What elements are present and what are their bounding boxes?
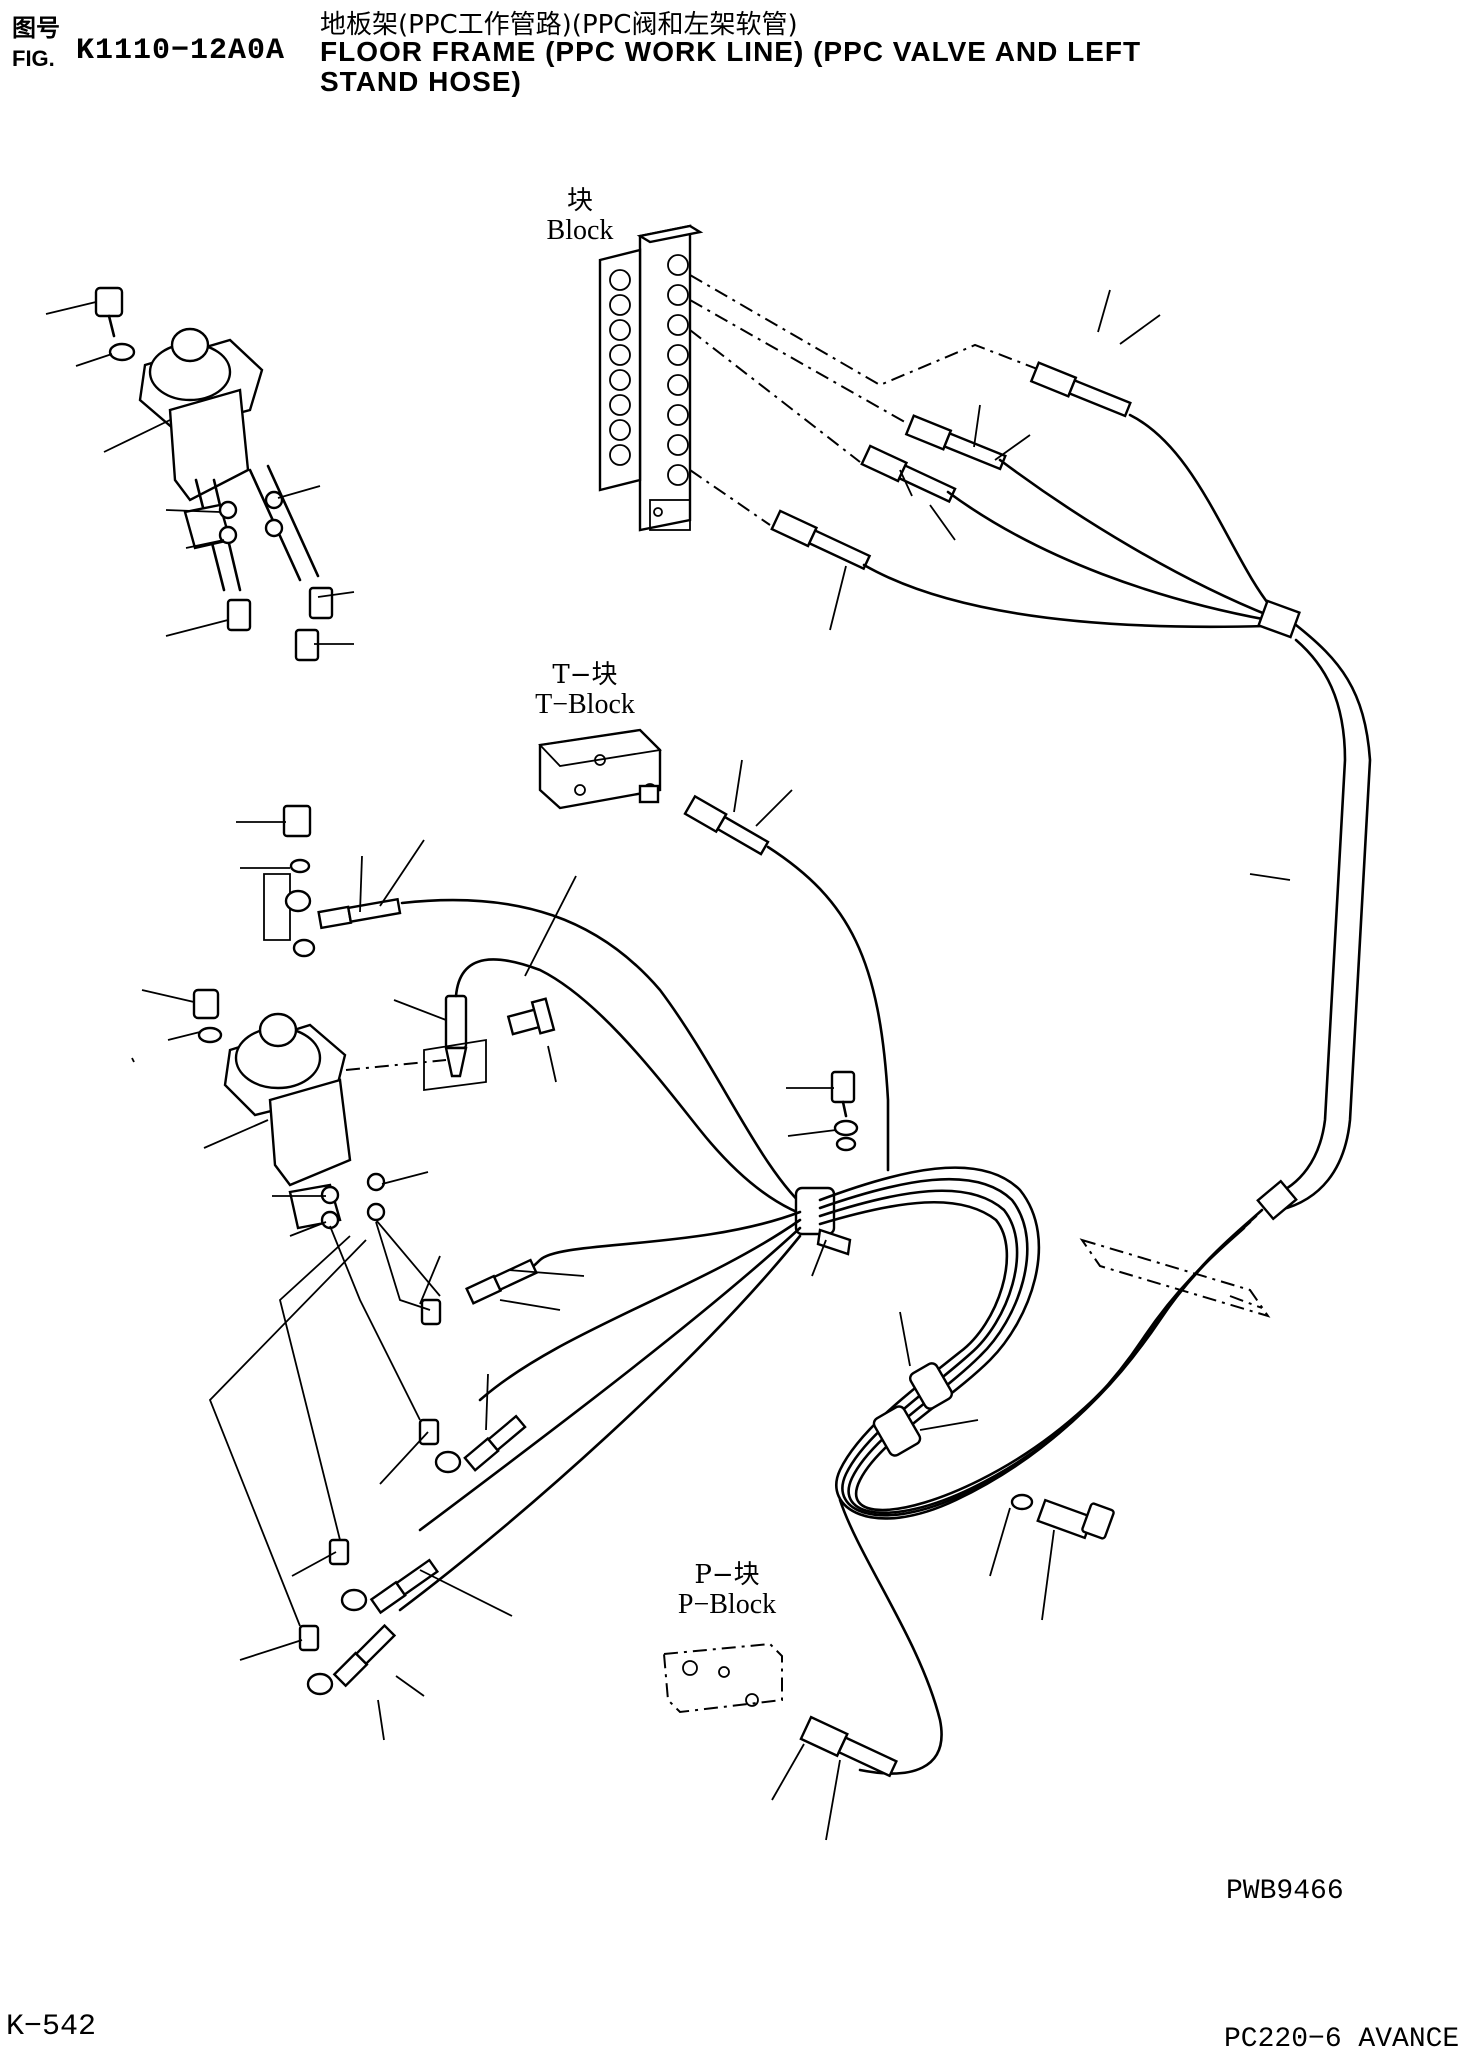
block-label-en: Block	[546, 215, 614, 246]
block-label-cn: 块	[566, 186, 593, 216]
title-chinese: 地板架(PPC工作管路)(PPC阀和左架软管)	[320, 10, 798, 40]
pressure-switch	[423, 958, 822, 1222]
t-block	[538, 728, 662, 810]
lower-fittings	[298, 1258, 538, 1696]
right-bolt	[1010, 1493, 1115, 1540]
page-number: K−542	[6, 2010, 97, 2044]
figure-number: K1110−12A0A	[76, 34, 286, 68]
upper-valve-leaders	[45, 301, 355, 645]
drawing-code: PWB9466	[1226, 1876, 1344, 1907]
t-block-label: T−块 T−Block	[500, 660, 670, 720]
p-block	[662, 1642, 783, 1714]
title-english-line1: FLOOR FRAME (PPC WORK LINE) (PPC VALVE A…	[320, 36, 1142, 67]
center-clamp	[794, 1070, 859, 1256]
block-label: 块 Block	[530, 186, 630, 246]
lower-ppc-valve	[192, 988, 386, 1230]
fig-label-en: FIG.	[12, 46, 55, 71]
p-block-label: P−块 P−Block	[652, 1560, 802, 1620]
upper-hoses	[862, 413, 1372, 1221]
bundle-clamp-2	[872, 1405, 922, 1457]
upper-hose-fittings	[770, 361, 1132, 571]
p-block-label-cn: P−块	[694, 1560, 760, 1590]
hose-bundle	[818, 1166, 1264, 1520]
right-bracket	[1079, 1238, 1271, 1318]
control-block	[598, 224, 704, 532]
bundle-clamp-1	[909, 1362, 953, 1410]
title-english-line2: STAND HOSE)	[320, 66, 522, 97]
t-block-label-en: T−Block	[535, 689, 635, 720]
valve-tubes	[208, 1219, 441, 1627]
lower-hoses	[398, 1210, 943, 1775]
fig-label-cn: 图号	[12, 14, 60, 42]
t-block-fitting	[683, 794, 770, 856]
model-name: PC220−6 AVANCE	[1224, 2024, 1460, 2055]
t-block-label-cn: T−块	[552, 660, 618, 690]
p-block-fitting	[799, 1715, 898, 1778]
p-block-label-en: P−Block	[677, 1589, 777, 1620]
lower-valve-leaders	[141, 989, 429, 1237]
lower-fitting-leaders	[239, 1255, 585, 1741]
upper-leaders	[829, 289, 1291, 881]
upper-ppc-valve	[94, 286, 334, 662]
lower-valve-top-fittings	[263, 804, 402, 958]
